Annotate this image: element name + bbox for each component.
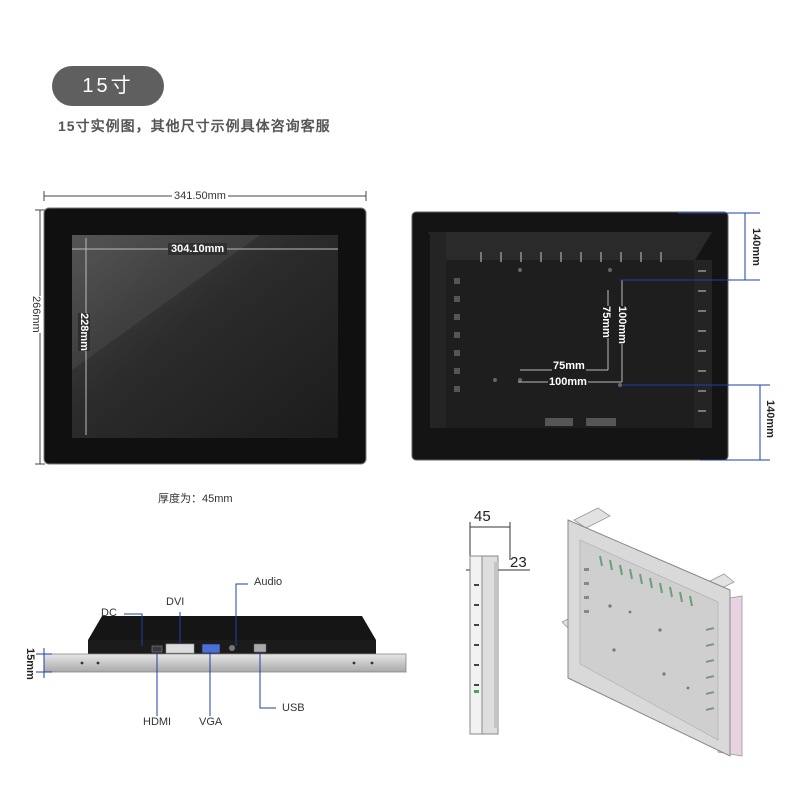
port-hdmi-label: HDMI bbox=[143, 716, 172, 728]
port-vga-label: VGA bbox=[199, 716, 223, 728]
vesa-100-horizontal-label: 100mm bbox=[548, 376, 588, 388]
side-depth-body-label: 23 bbox=[510, 554, 527, 571]
port-audio-label: Audio bbox=[254, 576, 283, 588]
ports-height-label: 15mm bbox=[24, 648, 36, 680]
rear-bottom-margin-label: 140mm bbox=[764, 400, 776, 438]
vesa-75-vertical-label: 75mm bbox=[600, 306, 612, 338]
port-dvi-label: DVI bbox=[166, 596, 185, 608]
size-badge: 15寸 bbox=[52, 66, 164, 106]
vesa-75-horizontal-label: 75mm bbox=[552, 360, 586, 372]
outer-width-label: 341.50mm bbox=[172, 190, 228, 202]
outer-height-label: 266mm bbox=[30, 296, 42, 333]
page-subtitle: 15寸实例图，其他尺寸示例具体咨询客服 bbox=[58, 118, 331, 134]
port-dc-label: DC bbox=[101, 607, 117, 619]
screen-height-label: 228mm bbox=[78, 313, 90, 351]
rear-top-margin-label: 140mm bbox=[750, 228, 762, 266]
thickness-label: 厚度为：45mm bbox=[158, 493, 233, 505]
screen-width-label: 304.10mm bbox=[168, 243, 228, 255]
vesa-100-vertical-label: 100mm bbox=[616, 306, 628, 344]
side-depth-total-label: 45 bbox=[474, 508, 491, 525]
port-usb-label: USB bbox=[282, 702, 305, 714]
